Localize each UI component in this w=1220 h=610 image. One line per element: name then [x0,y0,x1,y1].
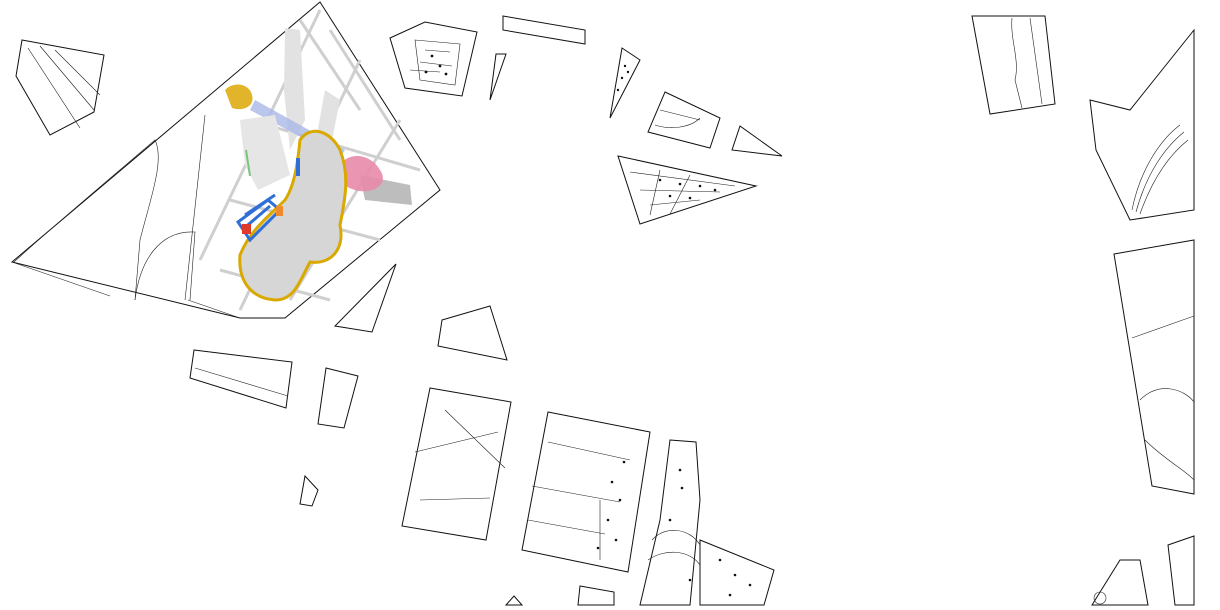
massing-overlay [225,28,412,302]
block-lower-6 [504,595,524,606]
block-lower-1-lines [414,409,506,501]
block-lower-4 [699,539,775,606]
building-detailed-1 [389,21,478,97]
block-right-large [1113,239,1195,495]
yellow-volume-top [225,84,253,110]
pink-volume [338,155,383,192]
block-lower-3 [639,439,701,606]
blue-post [296,158,300,176]
block-large-triangle [617,155,758,225]
block-top-left [15,39,105,136]
block-lower-5 [577,585,615,606]
block-quad-1 [437,305,508,361]
site-curve-road-2 [134,231,196,301]
green-edge [245,149,251,177]
block-right-stadium [1131,124,1189,215]
roundabout [1093,591,1107,605]
block-right-bottom-2 [1167,535,1195,606]
block-theatre [647,91,721,149]
block-lower-2-lines [527,441,631,560]
block-strip-2-line [194,367,289,397]
lower-central-blocks [401,387,775,606]
block-wedge-2 [333,263,397,333]
block-right-bottom-1 [1091,559,1149,606]
block-lower-1 [401,387,512,541]
site-frame-group [10,1,441,319]
block-top-left-hatch [27,45,101,129]
block-large-triangle-grid [629,169,736,216]
block-small-rect [317,367,359,429]
middle-left-blocks [189,263,508,507]
block-right-top [971,15,1056,115]
block-lower-3-stadium [647,530,701,566]
block-triangle-small [731,125,783,157]
block-top-strip [502,15,586,45]
site-curve-road [13,139,159,301]
block-right-large-lines [1131,315,1195,481]
block-slim-spike [489,53,507,101]
block-right-curve [1089,28,1195,221]
block-wedge-1 [609,47,641,119]
block-strip-2 [189,349,293,409]
top-central-blocks [389,15,783,225]
block-tiny-curve [299,474,319,507]
block-lower-2 [521,411,651,573]
building-detailed-1-plan [409,39,461,86]
grey-massing-west [240,115,290,190]
block-theatre-plan [654,109,701,128]
site-inner-edge [11,114,241,319]
block-right-top-curve [1011,17,1043,109]
orange-marker [276,206,283,216]
right-blocks [971,15,1195,606]
red-marker [242,224,251,234]
